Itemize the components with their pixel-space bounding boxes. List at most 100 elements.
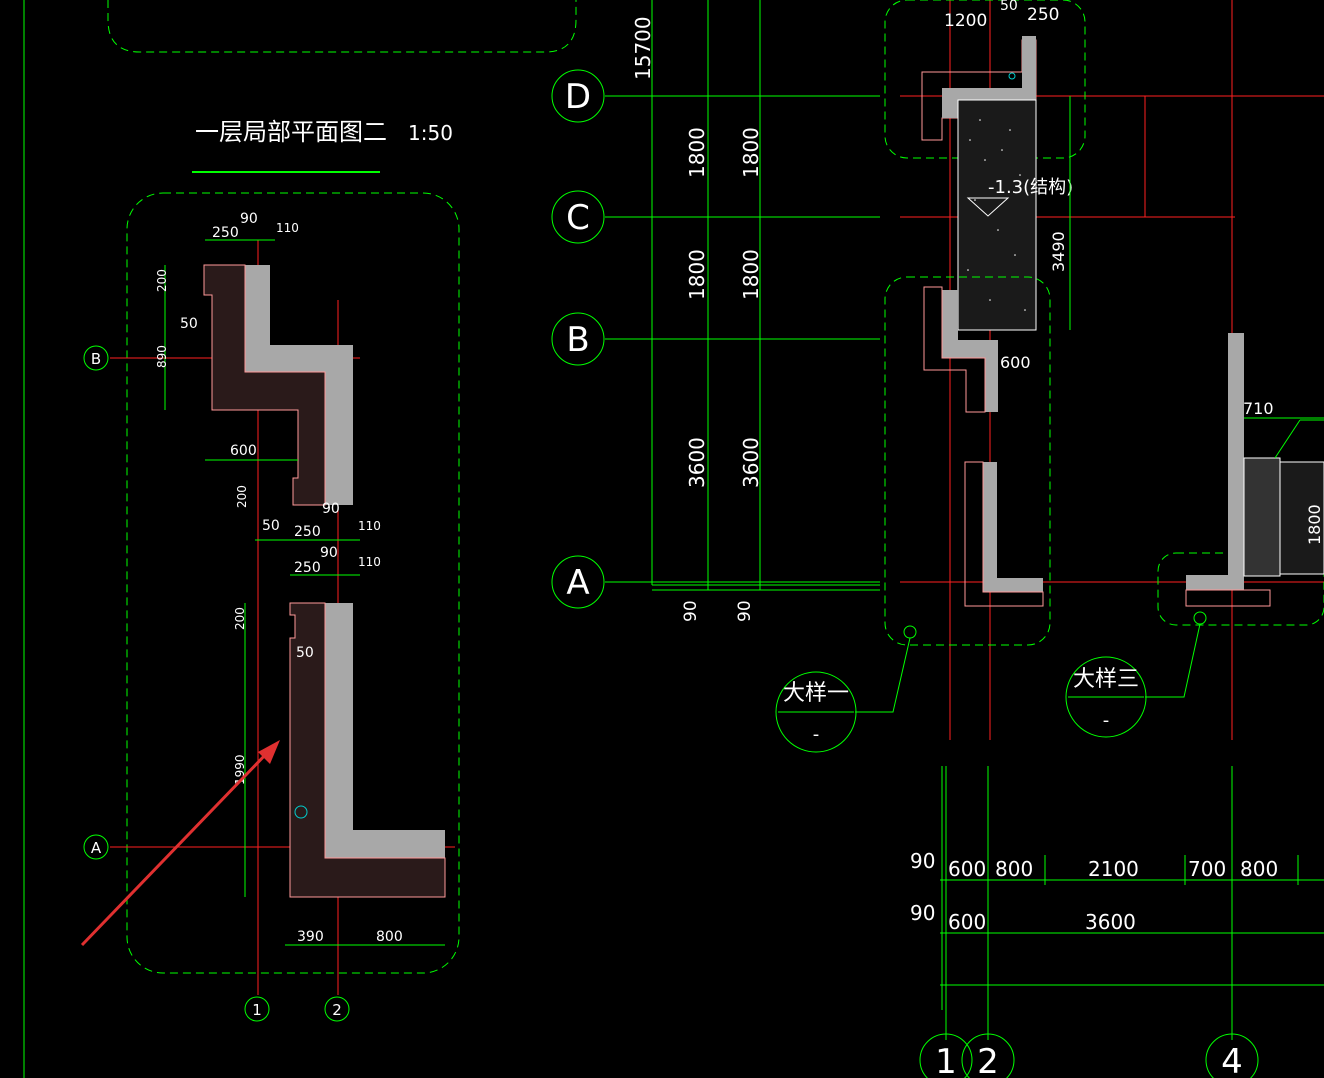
detail1-label: 大样一: [783, 681, 849, 706]
detail3-label: 大样三: [1073, 667, 1139, 692]
wall-upper: [245, 265, 353, 505]
dim-top-110: 110: [276, 221, 299, 235]
dim-3600-a: 3600: [685, 437, 709, 488]
dim-mid-90b: 90: [320, 545, 338, 561]
axis-bubble-B[interactable]: B: [551, 312, 605, 366]
detail3-sub: -: [1103, 710, 1110, 731]
detail-a-wall: [983, 462, 1043, 592]
revision-cloud-plan2: [126, 192, 460, 974]
dim-710: 710: [1243, 399, 1274, 418]
bottom-dims: 90 600 800 2100 700 800 90 600 3600: [910, 849, 1278, 934]
detail3-anchor: [1193, 611, 1207, 625]
plan2-dims: 90 250 110 200 50 890 600 200 90 50 250 …: [155, 211, 403, 945]
dim-mid-90: 90: [322, 501, 340, 517]
axis-bubble-1-small[interactable]: 1: [244, 996, 270, 1022]
dim-1800-c: 1800: [685, 249, 709, 300]
main-vertical-dims: 15700 1800 1800 1800 1800 3600 3600 90 9…: [631, 16, 763, 622]
dim-left-200: 200: [155, 269, 169, 292]
dim-bot-390: 390: [297, 929, 324, 945]
axis-label-A: A: [566, 563, 589, 603]
dim-row2-90: 90: [910, 901, 935, 925]
detail-b-outline: [923, 286, 986, 413]
axis-bubble-A-small[interactable]: A: [83, 834, 109, 860]
axis-bubble-C[interactable]: C: [551, 190, 605, 244]
detail-bubble-1[interactable]: 大样一 -: [775, 671, 857, 753]
axis-label-2-small: 2: [332, 1001, 342, 1019]
axis-bubble-B-small[interactable]: B: [83, 345, 109, 371]
level-label: -1.3(结构): [988, 177, 1073, 198]
plan-2-group[interactable]: 一层局部平面图二 1:50 90 250 11: [80, 0, 577, 1022]
dim-mid-250b: 250: [294, 560, 321, 576]
detail1-anchor: [903, 625, 917, 639]
level-marker: [966, 197, 1010, 217]
detail-b-wall: [942, 290, 998, 412]
dim-mid-200: 200: [235, 485, 249, 508]
axis-label-B: B: [566, 320, 589, 360]
dim-mid-110b: 110: [358, 555, 381, 569]
detail-a-outline: [964, 461, 1044, 607]
dim-row1-800: 800: [995, 857, 1033, 881]
dim-top-90: 90: [240, 211, 258, 227]
plan-title: 一层局部平面图二: [195, 118, 387, 146]
detail3-leader: [1145, 623, 1201, 698]
detail-3-concrete: [1279, 461, 1324, 575]
axis-bubble-1[interactable]: 1: [919, 1033, 973, 1078]
axis-label-2: 2: [977, 1042, 999, 1078]
dim-90-b: 90: [735, 600, 755, 622]
dim-row2-3600: 3600: [1085, 910, 1136, 934]
dim-3600-b: 3600: [739, 437, 763, 488]
dim-top-250: 250: [212, 225, 239, 241]
axis-bubble-D[interactable]: D: [551, 69, 605, 123]
dim-low-200: 200: [233, 607, 247, 630]
dim-total-15700: 15700: [631, 16, 655, 80]
wall-lower: [325, 603, 445, 858]
dim-1800-right: 1800: [1305, 504, 1324, 545]
dim-row1-600: 600: [948, 857, 986, 881]
dim-top-250: 250: [1027, 5, 1059, 25]
detail-d-wall: [942, 36, 1036, 118]
annotation-arrow: [80, 740, 280, 947]
dim-bot-800: 800: [376, 929, 403, 945]
axis-label-D: D: [565, 77, 591, 117]
dim-1200: 1200: [944, 11, 987, 31]
dim-1800-a: 1800: [685, 127, 709, 178]
detail-3-wall: [1186, 333, 1244, 590]
concrete-column: [957, 99, 1037, 331]
concrete-hatch: [967, 119, 1026, 311]
dim-row1-90: 90: [910, 849, 935, 873]
dim-row1-2100: 2100: [1088, 857, 1139, 881]
plan2-dim-lines: [164, 239, 445, 946]
dim-top-50: 50: [1000, 0, 1018, 14]
detail1-leader: [855, 637, 911, 713]
dim-row1-800b: 800: [1240, 857, 1278, 881]
bottom-dim-lines: [940, 766, 1324, 1040]
axis-label-1: 1: [935, 1042, 957, 1078]
insulation-lower: [289, 602, 446, 898]
dim-1800-b: 1800: [739, 127, 763, 178]
detail-bubble-3[interactable]: 大样三 -: [1065, 656, 1147, 738]
axis-label-4: 4: [1221, 1042, 1243, 1078]
dim-90-a: 90: [681, 600, 701, 622]
main-plan-group[interactable]: D C B A 15700 1800 1800 1800 1800 3600 3…: [551, 0, 1324, 1078]
axis-bubble-4[interactable]: 4: [1205, 1033, 1259, 1078]
axis-label-1-small: 1: [252, 1001, 262, 1019]
dim-mid-50: 50: [262, 518, 280, 534]
detail3-note-leader: [1274, 419, 1301, 459]
axis-bubble-2-small[interactable]: 2: [324, 996, 350, 1022]
dim-mid-250a: 250: [294, 524, 321, 540]
main-axis-lines: [605, 0, 880, 591]
axis-bubble-A[interactable]: A: [551, 555, 605, 609]
dim-left-50: 50: [180, 316, 198, 332]
plan-scale: 1:50: [408, 121, 453, 145]
detail1-sub: -: [813, 724, 820, 745]
axis-bubble-2[interactable]: 2: [961, 1033, 1015, 1078]
dim-600-main: 600: [1000, 353, 1031, 372]
dim-mid-110a: 110: [358, 519, 381, 533]
dim-1800-d: 1800: [739, 249, 763, 300]
dim-mid-600: 600: [230, 443, 257, 459]
detail-d-dims: 1200 50 250: [944, 0, 1059, 31]
detail-3-outline: [1185, 589, 1271, 607]
axis-label-B-small: B: [91, 350, 101, 368]
